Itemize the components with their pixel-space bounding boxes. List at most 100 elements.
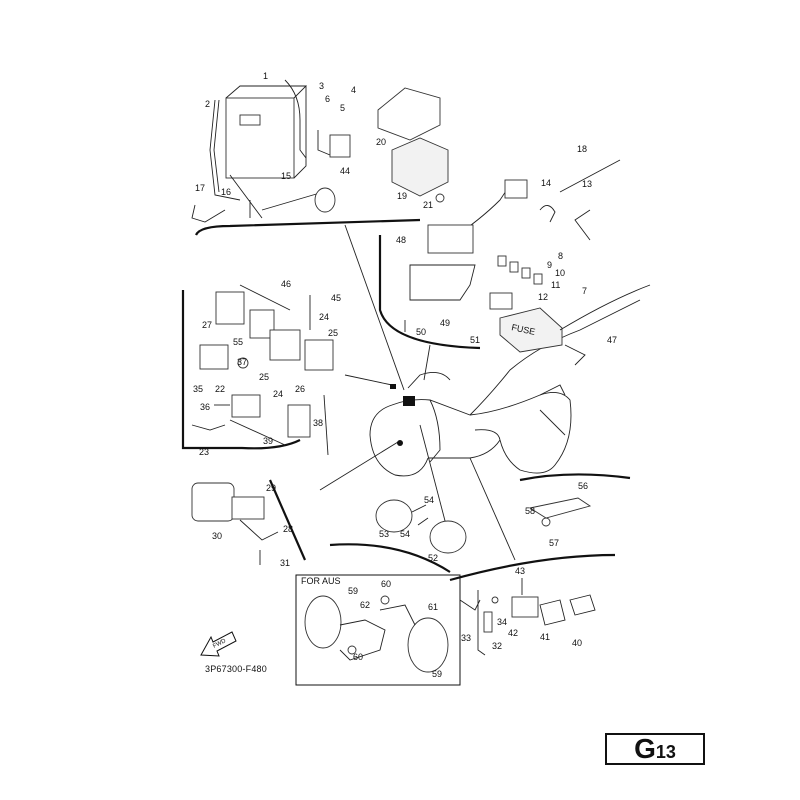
callout-52: 52 (428, 553, 438, 563)
callout-32: 32 (492, 641, 502, 651)
washer-37 (237, 357, 249, 369)
page-badge: G 13 (605, 733, 705, 765)
callout-25b: 25 (259, 372, 269, 382)
battery-bracket-17 (191, 204, 226, 223)
lead-47 (564, 344, 586, 366)
battery-bolt-6 (317, 130, 331, 156)
callout-54a: 54 (424, 495, 434, 505)
cable-tie-46 (239, 284, 291, 311)
battery-group (191, 79, 351, 223)
group-line-horn (329, 543, 451, 573)
callout-numbers: 1 2 3 4 5 6 7 8 9 10 11 12 13 14 15 16 1… (193, 71, 617, 679)
fuse-10 (521, 267, 531, 279)
callout-24b: 24 (273, 389, 283, 399)
callout-59b: 59 (432, 669, 442, 679)
switch-group (459, 578, 596, 656)
for-aus-box (295, 574, 461, 686)
clamp-14 (539, 205, 556, 223)
for-aus-label: FOR AUS (301, 576, 341, 586)
cdi-group (377, 87, 449, 203)
callout-21: 21 (423, 200, 433, 210)
cdi-nut-21 (435, 193, 445, 203)
callout-59a: 59 (348, 586, 358, 596)
switch-40 (569, 594, 596, 616)
callout-31: 31 (280, 558, 290, 568)
flasher-30 (191, 482, 235, 522)
starter-relay-5 (329, 134, 351, 158)
callout-30: 30 (212, 531, 222, 541)
callout-61: 61 (428, 602, 438, 612)
callout-55: 55 (233, 337, 243, 347)
callout-43: 43 (515, 566, 525, 576)
callout-25a: 25 (328, 328, 338, 338)
leader-flasher (319, 441, 399, 491)
motorcycle-relay-marker (390, 384, 396, 389)
callout-8: 8 (558, 251, 563, 261)
cdi-unit-19 (391, 137, 449, 197)
callout-26: 26 (295, 384, 305, 394)
reflector-aus-group (304, 595, 449, 673)
relay-35 (199, 344, 229, 370)
callout-3: 3 (319, 81, 324, 91)
nut-60b (347, 645, 357, 655)
reflector-59b (407, 617, 449, 673)
callout-44: 44 (340, 166, 350, 176)
fuse-group: FUSE (404, 159, 651, 366)
clamp-13 (574, 209, 591, 241)
horn-52 (429, 520, 467, 554)
bolt-54b (417, 517, 429, 526)
callout-37: 37 (237, 357, 247, 367)
nut-57 (541, 517, 551, 527)
horn-53 (375, 499, 413, 533)
fuse-51 (489, 292, 513, 310)
callout-47: 47 (607, 335, 617, 345)
battery-lead-2 (209, 99, 241, 201)
relay-group (191, 284, 334, 456)
lead-38 (323, 394, 329, 456)
callout-13: 13 (582, 179, 592, 189)
callout-10: 10 (555, 268, 565, 278)
fwd-label: FWD (212, 638, 227, 650)
callout-36: 36 (200, 402, 210, 412)
callout-19: 19 (397, 191, 407, 201)
fuse-box-48 (427, 224, 474, 254)
callout-1: 1 (263, 71, 268, 81)
callout-40: 40 (572, 638, 582, 648)
leader-taillight (539, 409, 566, 436)
callout-42: 42 (508, 628, 518, 638)
leader-fuse (423, 344, 431, 381)
badge-letter: G (634, 733, 656, 764)
callout-57: 57 (549, 538, 559, 548)
reflector-59a (304, 595, 342, 649)
flasher-group (191, 482, 279, 565)
callout-53: 53 (379, 529, 389, 539)
bracket-28 (239, 519, 279, 541)
leader-switch (469, 457, 516, 561)
callout-41: 41 (540, 632, 550, 642)
fuse-11 (533, 273, 543, 285)
callout-35: 35 (193, 384, 203, 394)
callout-39: 39 (263, 436, 273, 446)
callout-46: 46 (281, 279, 291, 289)
battery (225, 97, 295, 179)
callout-7: 7 (582, 286, 587, 296)
callout-2: 2 (205, 99, 210, 109)
harness-7 (559, 284, 651, 331)
relay-22 (231, 394, 261, 418)
group-line-switch (449, 553, 616, 582)
bracket-62 (339, 619, 386, 661)
callout-38: 38 (313, 418, 323, 428)
battery-band-16 (229, 174, 263, 219)
callout-22: 22 (215, 384, 225, 394)
switch-41 (539, 599, 566, 626)
group-line-fuse (378, 235, 481, 350)
group-line-battery (194, 218, 421, 236)
leader-relay (344, 374, 393, 386)
switch-42 (511, 596, 539, 618)
callout-4: 4 (351, 85, 356, 95)
cable-tie-18 (559, 159, 621, 193)
battery-cable-3 (284, 79, 307, 159)
callout-60a: 60 (381, 579, 391, 589)
callout-29: 29 (266, 483, 276, 493)
